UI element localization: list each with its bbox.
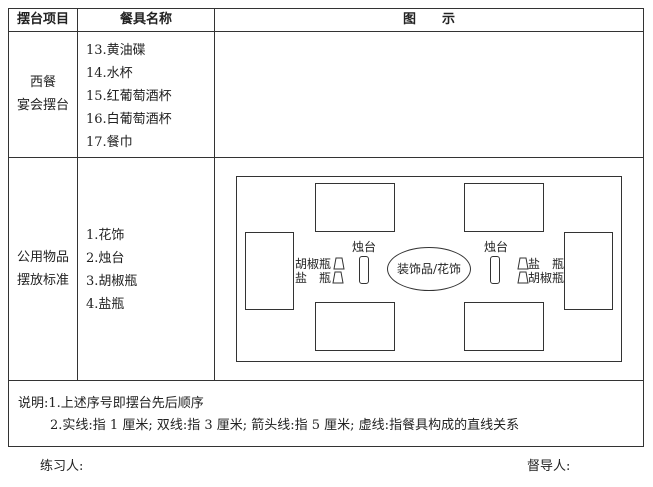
left-shaker-icons bbox=[332, 257, 345, 284]
row1-project-line2: 宴会摆台 bbox=[16, 98, 69, 113]
list-item: 15.红葡萄酒杯 bbox=[86, 89, 172, 104]
table-border-left bbox=[8, 8, 9, 447]
right-shaker-icons bbox=[517, 257, 529, 284]
row1-items: 13.黄油碟 14.水杯 15.红葡萄酒杯 16.白葡萄酒杯 17.餐巾 bbox=[86, 39, 172, 154]
notes-line-1: 说明:1.上述序号即摆台先后顺序 bbox=[18, 396, 204, 411]
list-item: 13.黄油碟 bbox=[86, 43, 146, 58]
list-item: 3.胡椒瓶 bbox=[86, 274, 138, 289]
header-project: 摆台项目 bbox=[16, 12, 69, 27]
pepper-shaker-icon bbox=[333, 257, 345, 270]
table-border-top bbox=[8, 8, 644, 9]
row-divider-2 bbox=[8, 380, 644, 381]
candle-right-label: 烛台 bbox=[484, 240, 509, 254]
place-right bbox=[564, 232, 613, 310]
list-item: 4.盐瓶 bbox=[86, 297, 125, 312]
row-divider-1 bbox=[8, 157, 644, 158]
row2-project-line1: 公用物品 bbox=[16, 250, 69, 265]
row2-items: 1.花饰 2.烛台 3.胡椒瓶 4.盐瓶 bbox=[86, 224, 137, 316]
place-bottom-left bbox=[315, 302, 395, 351]
place-top-left bbox=[315, 183, 395, 232]
table-border-right bbox=[643, 8, 644, 447]
centerpiece-label: 装饰品/花饰 bbox=[396, 262, 462, 276]
list-item: 17.餐巾 bbox=[86, 135, 133, 150]
col-divider-2 bbox=[214, 8, 215, 381]
place-left bbox=[245, 232, 294, 310]
header-divider bbox=[8, 31, 644, 32]
row2-project-line2: 摆放标准 bbox=[16, 273, 69, 288]
candle-left-icon bbox=[359, 256, 369, 284]
candle-right-icon bbox=[490, 256, 500, 284]
left-salt-label: 盐 瓶 bbox=[295, 271, 332, 285]
place-bottom-right bbox=[464, 302, 544, 351]
row1-project-line1: 西餐 bbox=[29, 75, 56, 90]
salt-shaker-icon bbox=[517, 257, 529, 270]
trainee-label: 练习人: bbox=[40, 459, 84, 474]
header-illustration: 图 示 bbox=[402, 12, 455, 27]
list-item: 16.白葡萄酒杯 bbox=[86, 112, 172, 127]
centerpiece-oval bbox=[387, 247, 471, 291]
list-item: 14.水杯 bbox=[86, 66, 133, 81]
salt-shaker-icon bbox=[332, 271, 344, 284]
candle-left-label: 烛台 bbox=[352, 240, 377, 254]
notes-line-2: 2.实线:指 1 厘米; 双线:指 3 厘米; 箭头线:指 5 厘米; 虚线:指… bbox=[50, 418, 520, 433]
place-top-right bbox=[464, 183, 544, 232]
col-divider-1 bbox=[77, 8, 78, 381]
pepper-shaker-icon bbox=[517, 271, 529, 284]
right-salt-label: 盐 瓶 bbox=[528, 257, 565, 271]
table-border-bottom bbox=[8, 446, 644, 447]
row2-project: 公用物品 摆放标准 bbox=[9, 246, 77, 292]
list-item: 1.花饰 bbox=[86, 228, 125, 243]
right-pepper-label: 胡椒瓶 bbox=[528, 271, 565, 285]
supervisor-label: 督导人: bbox=[527, 459, 571, 474]
left-pepper-label: 胡椒瓶 bbox=[295, 257, 332, 271]
row1-project: 西餐 宴会摆台 bbox=[9, 71, 77, 117]
list-item: 2.烛台 bbox=[86, 251, 125, 266]
header-tableware-name: 餐具名称 bbox=[119, 12, 172, 27]
